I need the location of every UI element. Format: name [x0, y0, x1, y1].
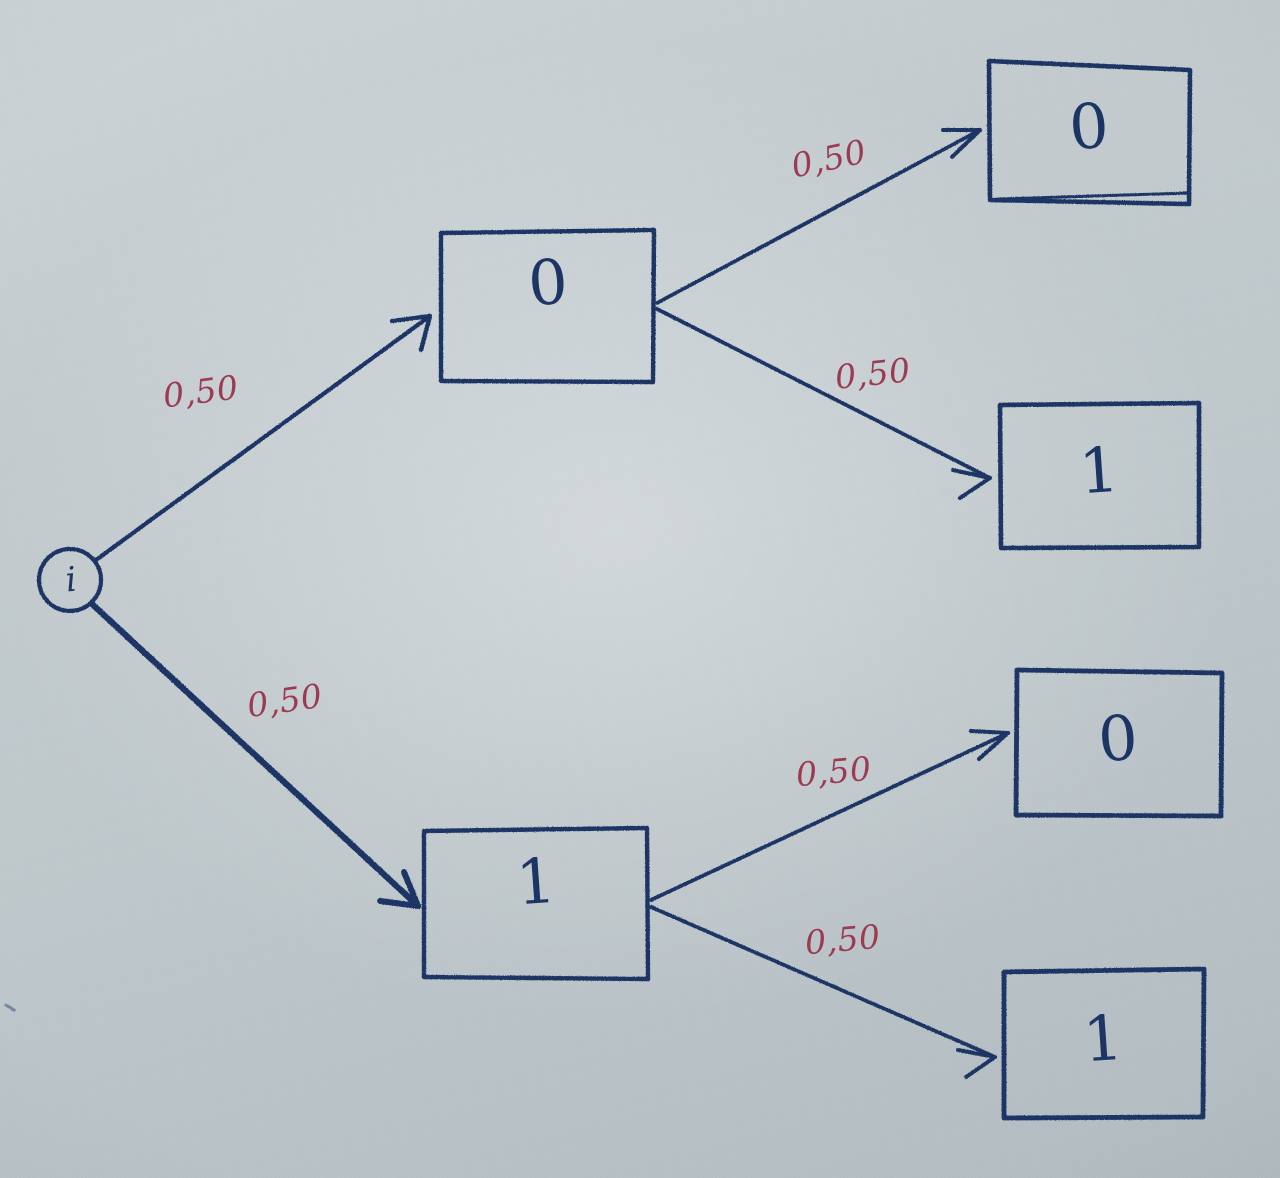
edge-root-to-node0[interactable]	[93, 313, 433, 563]
edge-label-node1-to-leaf3: 0,50	[803, 916, 883, 963]
edge-node0-to-leaf1[interactable]	[655, 307, 992, 500]
leaf-box-0-label: 0	[1066, 88, 1112, 165]
leaf-box-1-label: 1	[1076, 432, 1122, 509]
leaf-box-2-label: 0	[1095, 700, 1141, 777]
edge-label-node0-to-leaf1: 0,50	[833, 350, 913, 397]
leaf-box-2[interactable]	[1013, 667, 1225, 819]
leaf-box-3[interactable]	[1001, 966, 1207, 1121]
leaf-box-3-label: 1	[1080, 1000, 1126, 1077]
stray-pen-mark	[4, 1003, 16, 1012]
edge-node1-to-leaf3[interactable]	[649, 905, 997, 1079]
edge-node0-to-leaf0[interactable]	[655, 128, 982, 305]
root-node-circle[interactable]	[36, 546, 104, 614]
edge-label-node1-to-leaf2: 0,50	[794, 748, 874, 795]
edge-root-to-node1[interactable]	[88, 600, 422, 910]
node-box-level1-0-label: 0	[525, 244, 571, 321]
edge-node1-to-leaf2[interactable]	[649, 729, 1010, 902]
root-node-label: i	[63, 559, 79, 601]
node-box-level1-0[interactable]	[438, 227, 657, 385]
leaf-box-1[interactable]	[997, 400, 1202, 551]
node-box-level1-1[interactable]	[421, 825, 651, 982]
node-box-level1-1-label: 1	[513, 843, 559, 920]
leaf-box-0[interactable]	[986, 58, 1193, 207]
